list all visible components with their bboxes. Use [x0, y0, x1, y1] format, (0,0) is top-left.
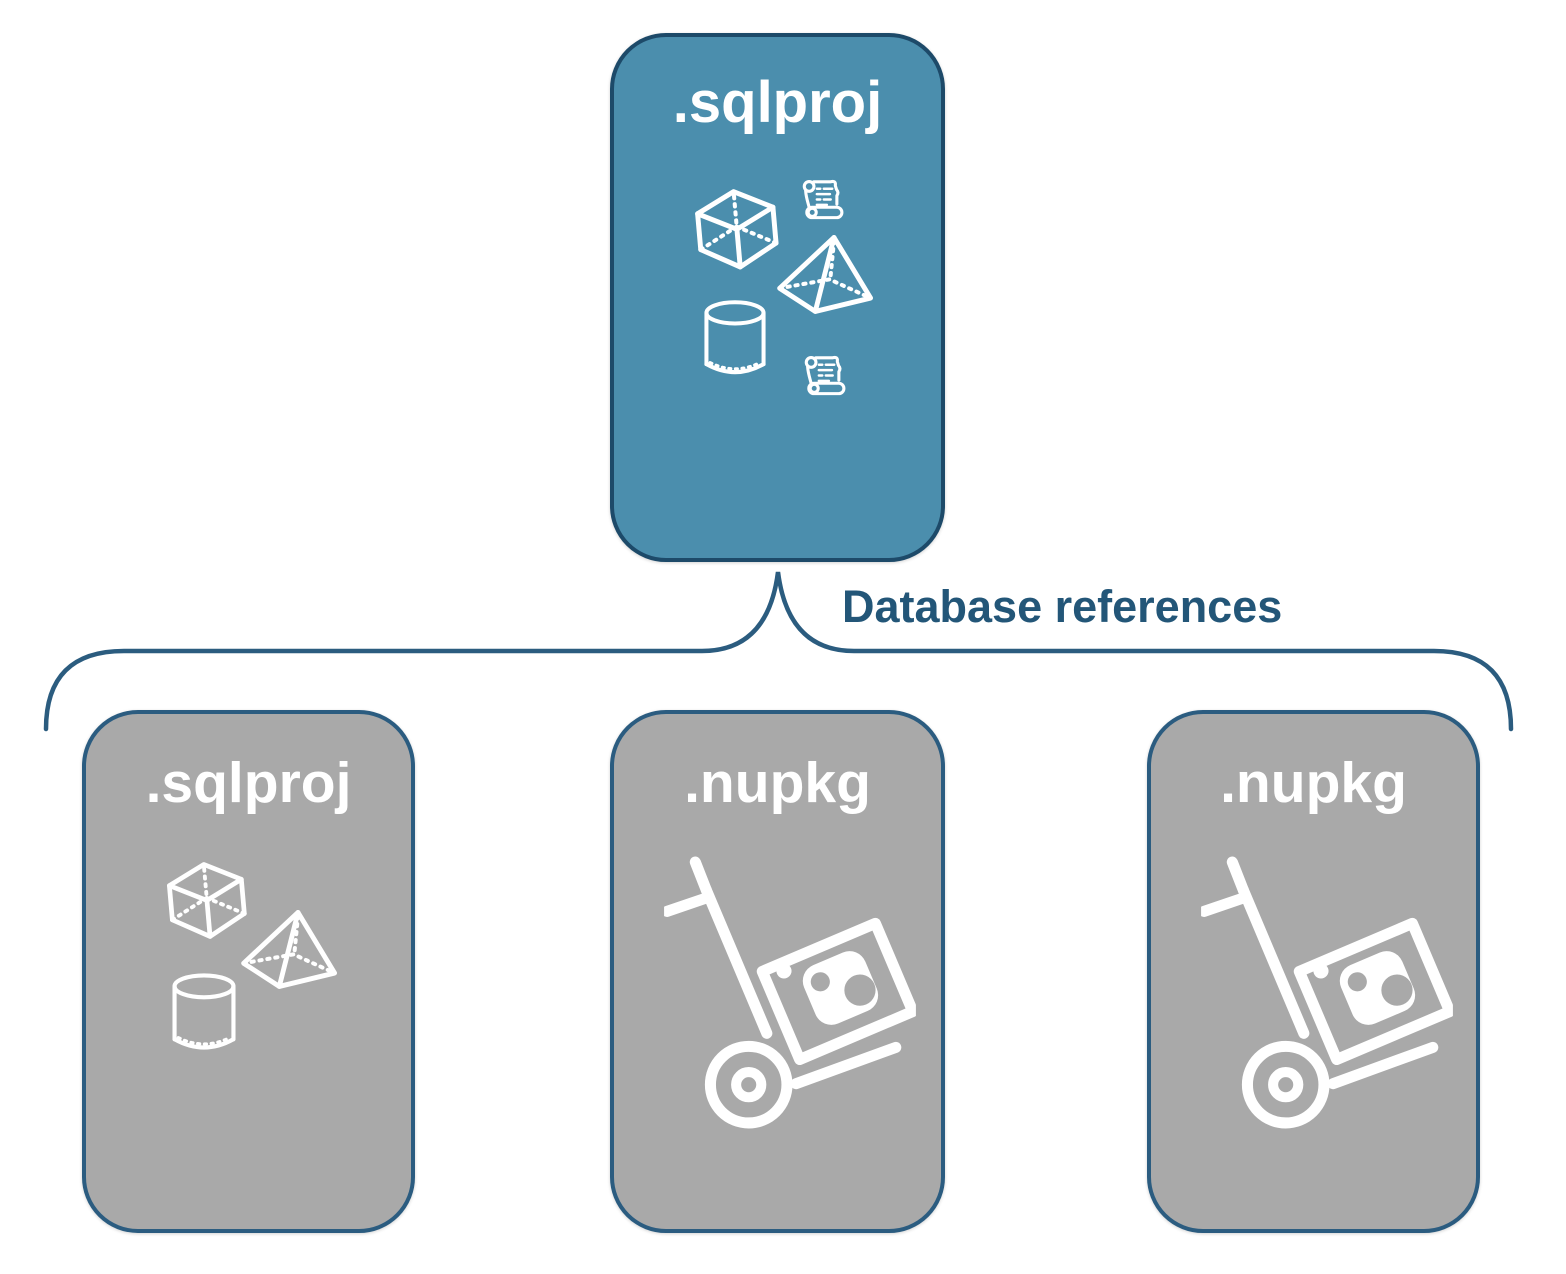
box-title: .nupkg [684, 751, 871, 815]
hand-truck-package-icon [664, 854, 916, 1131]
database-cylinder-icon [702, 299, 768, 381]
hand-truck-package-icon [1201, 854, 1453, 1131]
brace-path [43, 571, 1514, 732]
cube-icon [692, 187, 782, 273]
box-title: .sqlproj [145, 751, 352, 815]
database-cylinder-icon [170, 972, 238, 1057]
sql-script-scroll-icon [798, 347, 852, 403]
pyramid-icon [776, 233, 876, 315]
sqlproj-project-box: .sqlproj [610, 33, 945, 562]
pyramid-icon [240, 908, 340, 990]
referenced-sqlproj-box: .sqlproj [82, 710, 415, 1233]
sql-script-scroll-icon [796, 171, 850, 227]
box-title: .nupkg [1220, 751, 1407, 815]
referenced-nupkg-box: .nupkg [1147, 710, 1480, 1233]
edge-label: Database references [842, 581, 1283, 632]
cube-icon [164, 860, 250, 943]
box-title: .sqlproj [672, 70, 883, 135]
referenced-nupkg-box: .nupkg [610, 710, 945, 1233]
